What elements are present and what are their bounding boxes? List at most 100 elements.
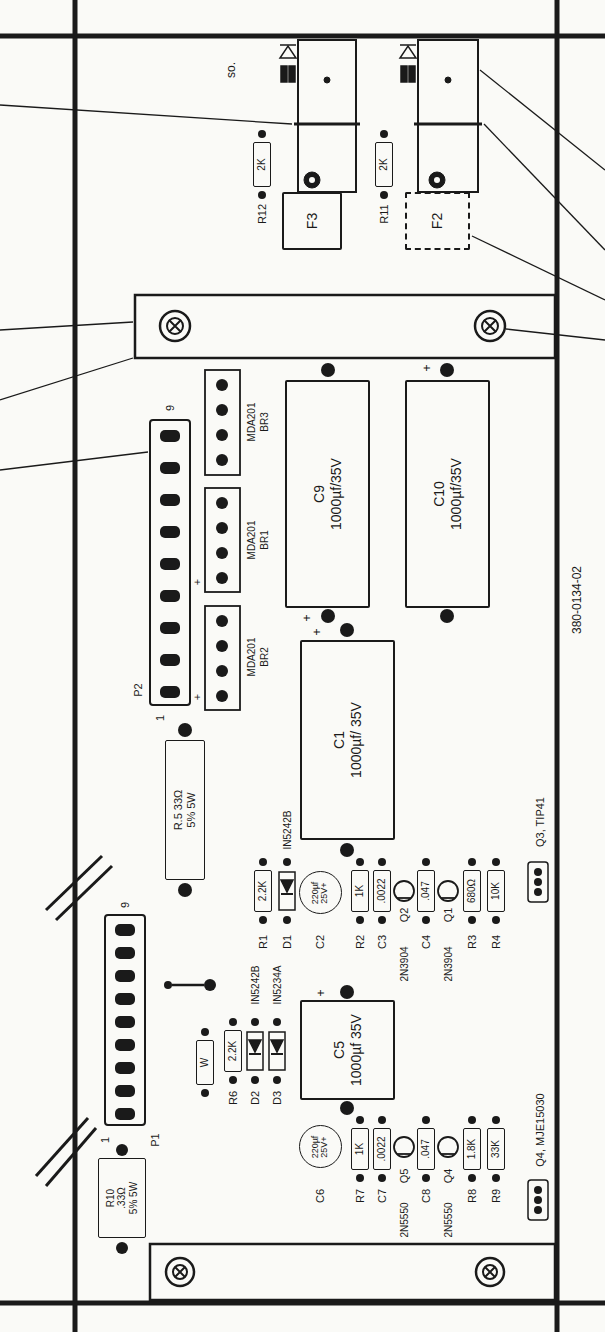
connector-pin: [115, 1016, 135, 1028]
resistor-box: 1K: [351, 870, 369, 912]
pad: [356, 1116, 364, 1124]
transistor-pin: [534, 868, 542, 876]
leader-line: [0, 452, 148, 470]
transistor-pin: [534, 878, 542, 886]
resistor-box: 1.8K: [463, 1128, 481, 1170]
pin-number: 1: [154, 715, 166, 721]
leader-line: [484, 124, 605, 250]
reference-label: Q2: [398, 908, 410, 923]
transistor-pin: [534, 1186, 542, 1194]
label-anchor: R4: [490, 935, 502, 949]
connector-pin: [160, 430, 180, 442]
pad: [178, 883, 192, 897]
capacitor-box: C91000µf/35V: [285, 380, 370, 608]
part-number: 2N3904: [399, 946, 410, 981]
label-anchor: 9: [119, 902, 131, 908]
component-text: C9: [311, 485, 327, 503]
part-number: MDA201: [246, 638, 257, 677]
pad: [380, 130, 388, 138]
part-number: 2N3904: [443, 946, 454, 981]
leader-line: [472, 236, 605, 300]
connector-pin: [160, 558, 180, 570]
label-anchor: +: [315, 989, 328, 996]
pad: [283, 916, 291, 924]
pad: [356, 858, 364, 866]
bridge-outline: [205, 606, 240, 710]
pad: [340, 985, 354, 999]
transistor-flat: [441, 1153, 455, 1155]
label-anchor: 2N5550: [443, 1202, 454, 1237]
reference-label: C8: [420, 1189, 432, 1203]
label-anchor: Q2: [398, 908, 410, 923]
component-text: 5% 5W: [128, 1182, 140, 1214]
bridge-pin: [216, 522, 228, 534]
part-number: 2N5550: [399, 1202, 410, 1237]
label-anchor: 1: [99, 1137, 111, 1143]
connector-pin: [160, 526, 180, 538]
pad: [178, 723, 192, 737]
label-anchor: Q3, TIP41: [534, 797, 546, 847]
capacitor-box: .0022: [373, 870, 391, 912]
screw: [167, 318, 183, 334]
pad: [356, 1174, 364, 1182]
component-text: R.5 33Ω: [172, 790, 185, 831]
component-text: 680Ω: [466, 879, 478, 903]
label-anchor: D2: [249, 1091, 261, 1105]
pads: [116, 130, 500, 1254]
polarity-mark: +: [191, 579, 203, 585]
reference-label: R4: [490, 935, 502, 949]
component-text: F3: [304, 213, 320, 229]
board-edge: [0, 34, 605, 39]
label-anchor: BR1: [259, 530, 270, 549]
transistor-pin: [534, 888, 542, 896]
component-text: 1K: [354, 1143, 366, 1155]
connector-pin: [115, 1108, 135, 1120]
pad: [340, 843, 354, 857]
part-number: Q4, MJE15030: [534, 1093, 546, 1166]
pad: [440, 363, 454, 377]
pad: [273, 1076, 281, 1084]
transistor-outline: [528, 1180, 548, 1220]
jumper-wire: [172, 984, 204, 987]
reference-label: P1: [149, 1133, 161, 1146]
label-anchor: MDA201: [246, 638, 257, 677]
capacitor-box: .047: [417, 870, 435, 912]
diode-body: [247, 1032, 263, 1070]
part-number: MDA201: [246, 521, 257, 560]
component-text: .0022: [376, 878, 388, 903]
component-text: 220µf 25V+: [311, 1133, 330, 1161]
transistor-pin: [534, 1196, 542, 1204]
diode-body: [269, 1032, 285, 1070]
diode-symbol: [249, 1040, 261, 1052]
label-anchor: C6: [314, 1189, 326, 1203]
bridge-pin: [216, 640, 228, 652]
led-lead: [289, 66, 295, 82]
led-lead: [281, 66, 287, 82]
component-text: 1000µf/35V: [328, 458, 344, 530]
pad: [440, 609, 454, 623]
label-anchor: C3: [376, 935, 388, 949]
label-anchor: R8: [466, 1189, 478, 1203]
fuse-holder-body: [298, 40, 356, 192]
power-resistor-box: R10.33Ω5% 5W: [98, 1158, 146, 1238]
connector-pins: [115, 379, 542, 1214]
capacitor-box: .047: [417, 1128, 435, 1170]
pad: [356, 916, 364, 924]
part-number: 2N5550: [443, 1202, 454, 1237]
connector-pin: [160, 686, 180, 698]
fuse-holder-box: F2: [405, 192, 470, 250]
resistor-box: 2K: [375, 142, 393, 187]
pad: [492, 858, 500, 866]
note-label: so.: [225, 62, 238, 78]
reference-label: BR1: [259, 530, 270, 549]
pad: [340, 623, 354, 637]
connector-pin: [115, 947, 135, 959]
label-anchor: MDA201: [246, 521, 257, 560]
resistor-box: 2.2K: [224, 1030, 242, 1072]
label-anchor: +: [301, 614, 314, 621]
pad: [201, 1028, 209, 1036]
break-mark: [56, 866, 112, 920]
led-symbol: [400, 46, 416, 58]
component-text: R10: [105, 1189, 117, 1207]
pad: [259, 858, 267, 866]
